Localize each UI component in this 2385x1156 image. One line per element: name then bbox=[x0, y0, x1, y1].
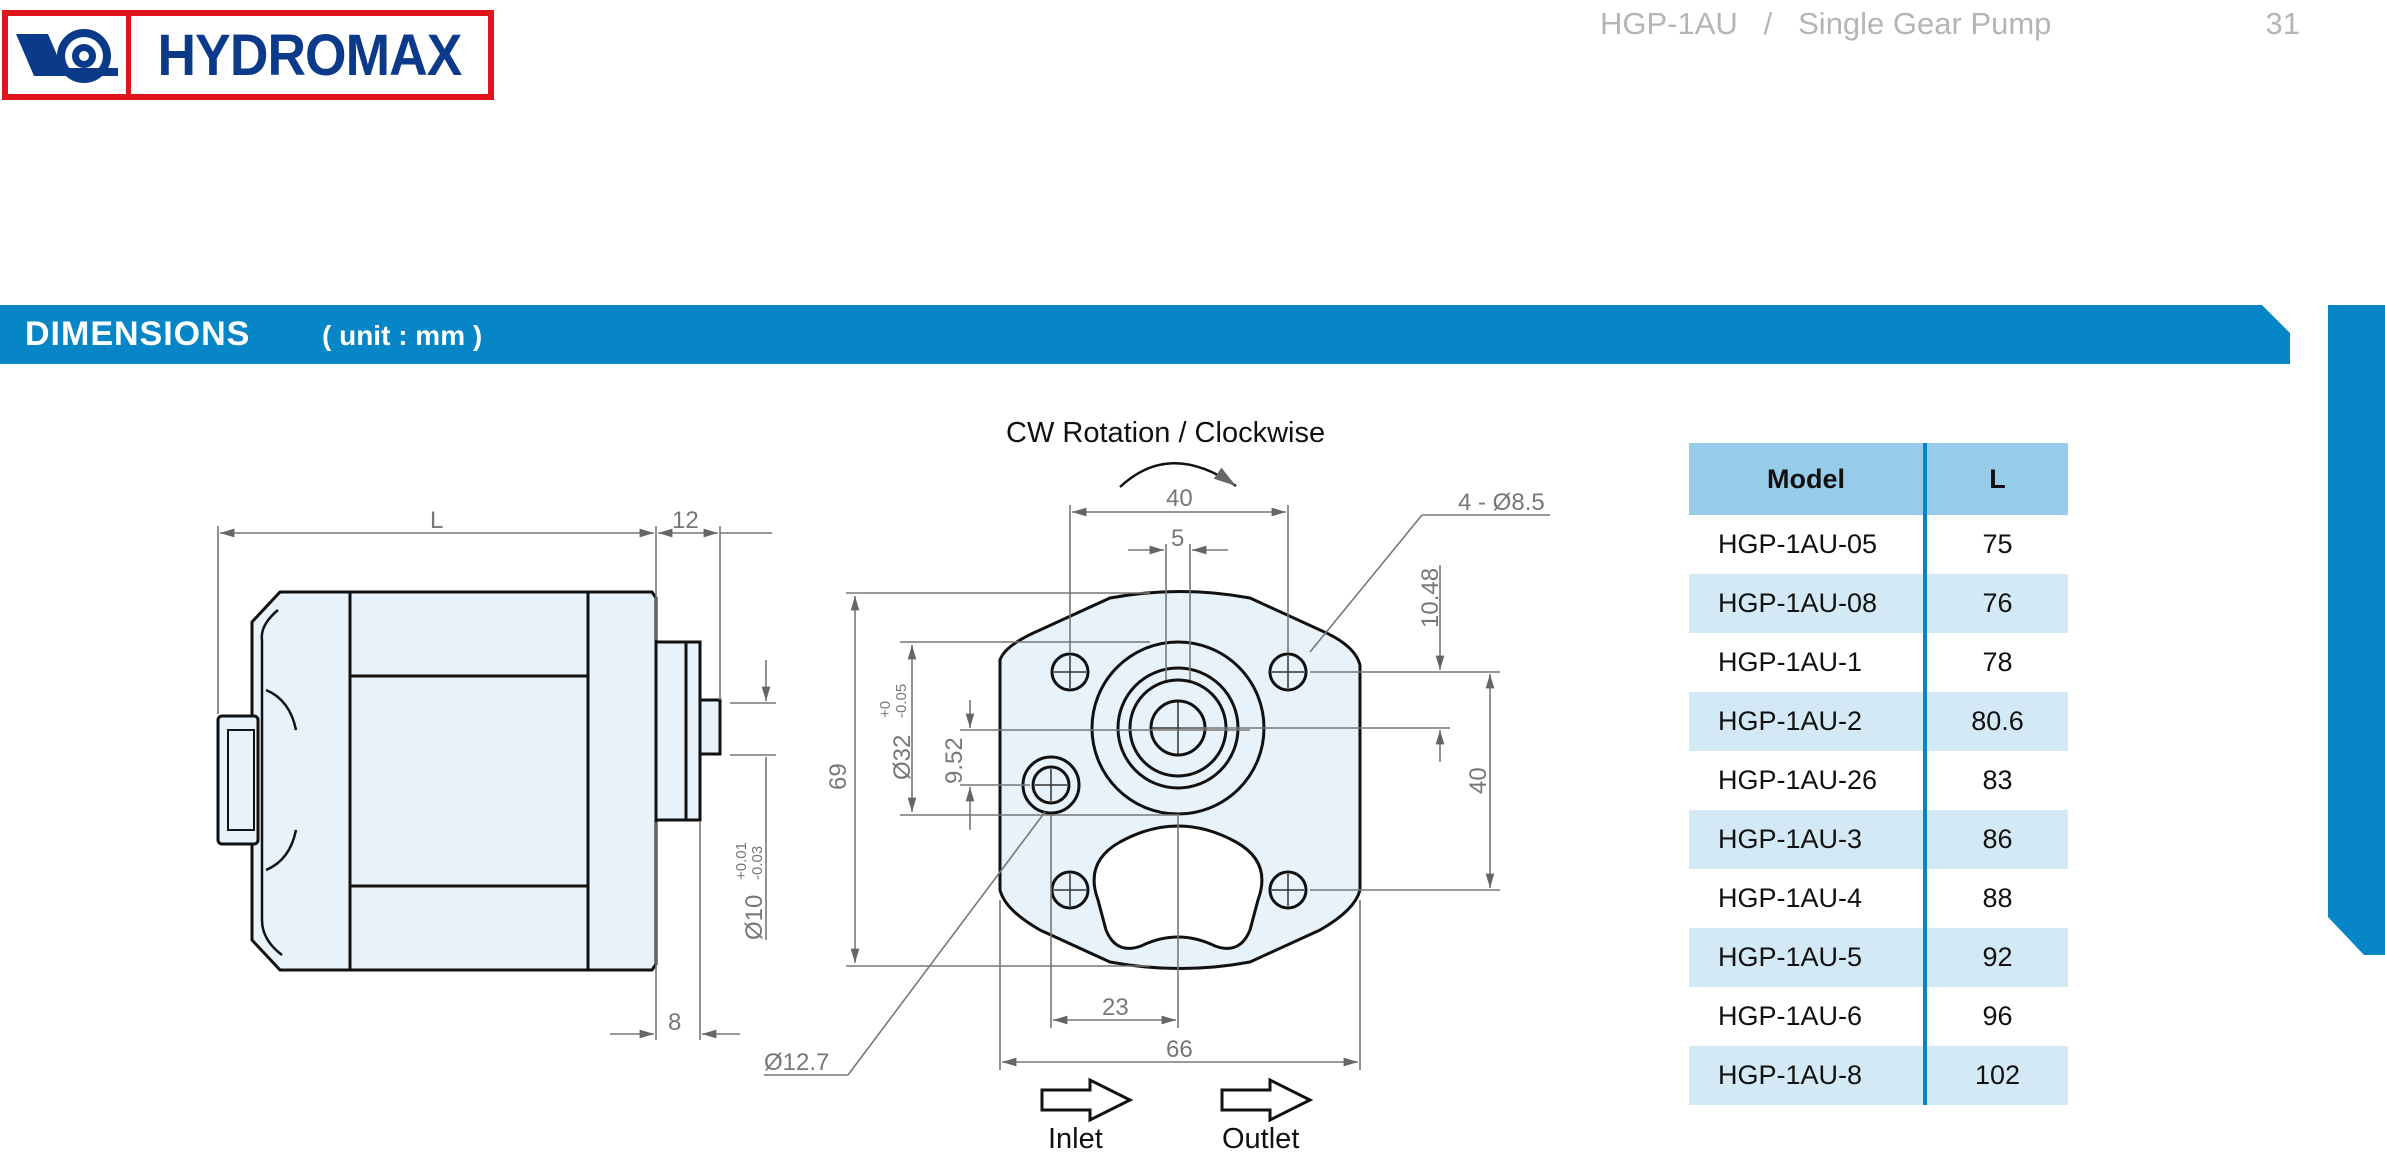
dim-L-label: L bbox=[430, 507, 443, 534]
dim-d32-label: Ø32 bbox=[889, 735, 916, 780]
model-cell: HGP-1AU-26 bbox=[1689, 751, 1927, 810]
outlet-arrow-icon bbox=[1220, 1077, 1314, 1123]
dim-40-top-label: 40 bbox=[1166, 485, 1193, 512]
title-separator: / bbox=[1763, 6, 1773, 41]
section-header-band: DIMENSIONS ( unit : mm ) bbox=[0, 305, 2290, 364]
dim-952-label: 9.52 bbox=[941, 737, 968, 784]
dim-5-label: 5 bbox=[1171, 525, 1184, 552]
dim-40-side-label: 40 bbox=[1465, 767, 1492, 794]
model-cell: HGP-1AU-6 bbox=[1689, 987, 1927, 1046]
page-number: 31 bbox=[2265, 6, 2300, 41]
length-cell: 76 bbox=[1925, 574, 2068, 633]
length-cell: 92 bbox=[1925, 928, 2068, 987]
column-header-l: L bbox=[1925, 443, 2068, 515]
dim-66-label: 66 bbox=[1166, 1036, 1193, 1063]
rotation-label: CW Rotation / Clockwise bbox=[1006, 417, 1325, 449]
dim-12-label: 12 bbox=[672, 507, 699, 534]
table-row: HGP-1AU-26 83 bbox=[1689, 751, 2068, 810]
table-header-row: Model L bbox=[1689, 443, 2068, 515]
model-cell: HGP-1AU-05 bbox=[1689, 515, 1927, 574]
dim-d10-tol-minus: -0.03 bbox=[749, 846, 766, 880]
dim-d32-tol-plus: +0 bbox=[877, 701, 894, 718]
model-cell: HGP-1AU-4 bbox=[1689, 869, 1927, 928]
dim-8-label: 8 bbox=[668, 1009, 681, 1036]
length-cell: 102 bbox=[1925, 1046, 2068, 1105]
table-row: HGP-1AU-4 88 bbox=[1689, 869, 2068, 928]
logo-symbol-icon bbox=[8, 16, 131, 94]
length-cell: 80.6 bbox=[1925, 692, 2068, 751]
inlet-arrow-icon bbox=[1040, 1077, 1134, 1123]
length-cell: 96 bbox=[1982, 1001, 2013, 1031]
side-view bbox=[216, 590, 722, 972]
section-unit: ( unit : mm ) bbox=[322, 320, 483, 351]
dim-holes-label: 4 - Ø8.5 bbox=[1458, 489, 1545, 516]
dim-d10-label: Ø10 bbox=[741, 895, 768, 940]
length-cell: 88 bbox=[1982, 883, 2013, 913]
model-cell: HGP-1AU-8 bbox=[1689, 1046, 1927, 1105]
dim-23-label: 23 bbox=[1102, 994, 1129, 1021]
length-cell: 78 bbox=[1982, 647, 2013, 677]
outlet-label: Outlet bbox=[1222, 1123, 1299, 1155]
length-cell: 75 bbox=[1982, 529, 2013, 559]
document-title: HGP-1AU / Single Gear Pump bbox=[1600, 6, 2051, 42]
front-view bbox=[998, 590, 1362, 970]
product-name: Single Gear Pump bbox=[1798, 6, 2052, 41]
length-cell: 86 bbox=[1925, 810, 2068, 869]
table-row: HGP-1AU-05 75 bbox=[1689, 515, 2068, 574]
dimension-drawing: L 12 8 Ø10 +0.01 -0.03 40 5 4 - Ø8.5 69 … bbox=[216, 417, 1550, 1155]
model-cell: HGP-1AU-3 bbox=[1689, 810, 1927, 869]
model-cell: HGP-1AU-1 bbox=[1689, 633, 1927, 692]
model-cell: HGP-1AU-08 bbox=[1689, 574, 1927, 633]
front-view-dimension-lines bbox=[764, 462, 1550, 1076]
dim-d10-tol-plus: +0.01 bbox=[733, 842, 750, 880]
brand-name: HYDROMAX bbox=[157, 22, 463, 88]
page-header: HGP-1AU / Single Gear Pump 31 bbox=[1600, 6, 2300, 50]
inlet-label: Inlet bbox=[1048, 1123, 1103, 1155]
brand-logo: HYDROMAX bbox=[2, 10, 494, 100]
model-cell: HGP-1AU-5 bbox=[1689, 928, 1927, 987]
table-row: HGP-1AU-6 96 bbox=[1689, 987, 2068, 1046]
dim-1048-label: 10.48 bbox=[1417, 568, 1444, 628]
product-code: HGP-1AU bbox=[1600, 6, 1738, 41]
flow-arrows bbox=[1040, 1077, 1314, 1123]
side-accent-bar bbox=[2328, 305, 2385, 955]
dim-69-label: 69 bbox=[825, 763, 852, 790]
model-cell: HGP-1AU-2 bbox=[1689, 692, 1927, 751]
dim-d32-tol-minus: -0.05 bbox=[893, 684, 910, 718]
section-title: DIMENSIONS bbox=[25, 315, 251, 353]
table-row: HGP-1AU-1 78 bbox=[1689, 633, 2068, 692]
column-header-model: Model bbox=[1689, 443, 1927, 515]
length-cell: 83 bbox=[1982, 765, 2013, 795]
side-view-dimension-lines bbox=[217, 526, 776, 1040]
dim-d127-label: Ø12.7 bbox=[764, 1049, 829, 1076]
